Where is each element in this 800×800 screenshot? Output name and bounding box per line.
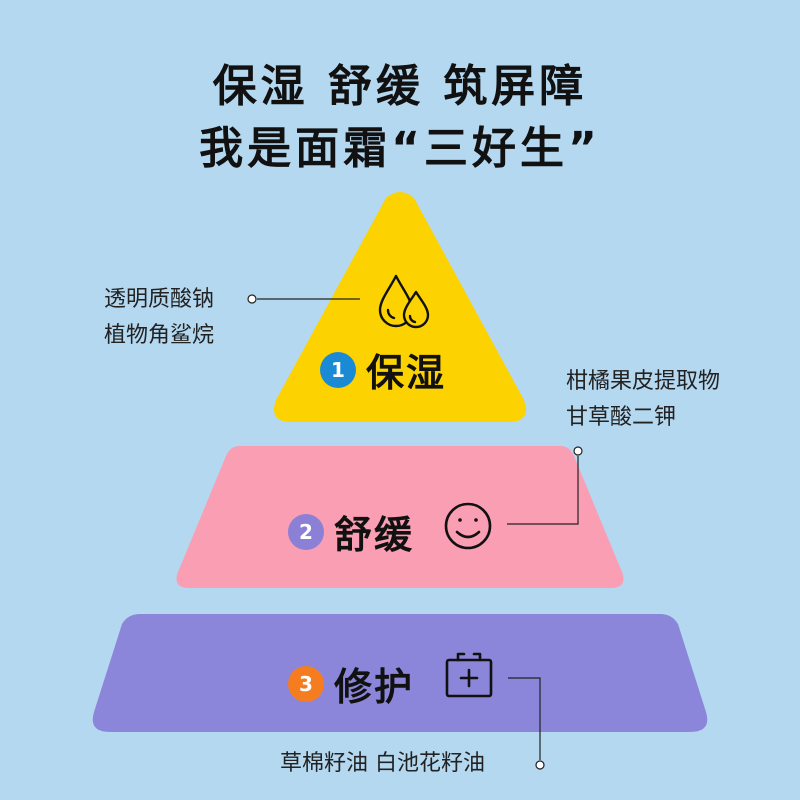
tier-3-label: 3 修护 — [288, 656, 414, 711]
tier-1-badge: 1 — [320, 351, 356, 388]
tier-1-ingredients: 透明质酸钠 植物角鲨烷 — [104, 282, 214, 354]
tier-3-title: 修护 — [334, 665, 415, 709]
tier-1-title: 保湿 — [366, 351, 447, 395]
ingredient-item: 草棉籽油 白池花籽油 — [280, 751, 485, 776]
headline-line-2: 我是面霜“三好生” — [199, 123, 601, 174]
tier-1-label: 1 保湿 — [320, 342, 446, 397]
ingredient-item: 植物角鲨烷 — [104, 323, 215, 348]
tier-3-badge: 3 — [288, 665, 324, 702]
connector-lines — [247, 294, 583, 770]
first-aid-kit-icon — [445, 652, 493, 698]
tier-2-badge: 2 — [288, 513, 324, 550]
connector-dot-tier-3 — [535, 760, 545, 770]
tier-2-ingredients: 柑橘果皮提取物 甘草酸二钾 — [566, 364, 720, 436]
tier-2-title: 舒缓 — [334, 513, 415, 557]
connector-dot-tier-2 — [573, 446, 583, 456]
tier-2-shape — [176, 446, 624, 588]
water-drops-icon — [378, 274, 430, 329]
connector-tier-2 — [507, 456, 579, 525]
smiley-face-icon — [444, 502, 492, 550]
tier-3-shape — [92, 614, 708, 732]
ingredient-item: 透明质酸钠 — [104, 287, 215, 312]
connector-dot-tier-1 — [247, 294, 257, 304]
headline-line-1: 保湿 舒缓 筑屏障 — [212, 61, 588, 112]
connector-tier-3 — [508, 677, 541, 760]
tier-3-ingredients: 草棉籽油 白池花籽油 — [280, 746, 485, 782]
ingredient-item: 柑橘果皮提取物 — [566, 369, 721, 394]
tier-2-label: 2 舒缓 — [288, 504, 414, 559]
ingredient-item: 甘草酸二钾 — [566, 405, 677, 430]
